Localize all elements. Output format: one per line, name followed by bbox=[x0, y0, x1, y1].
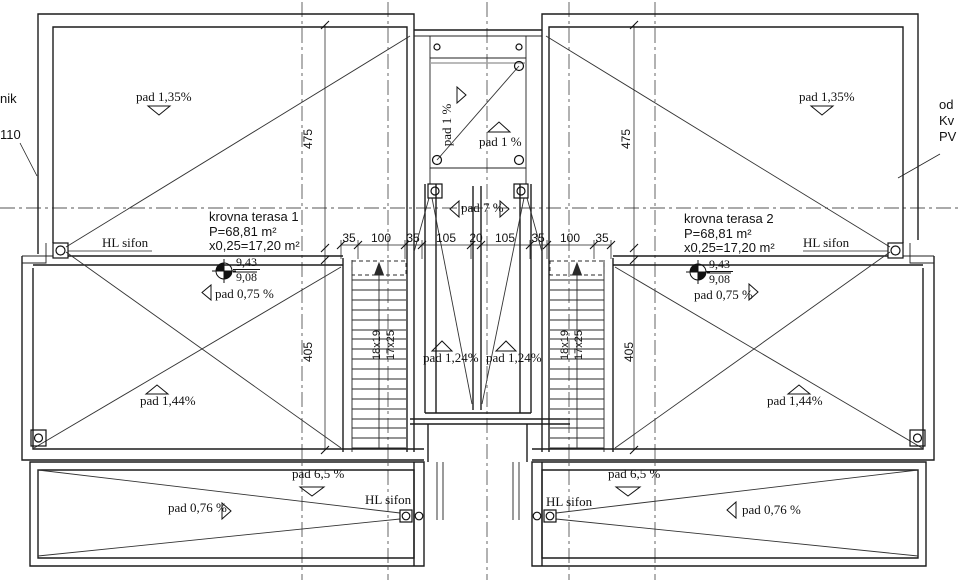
spot-elevation-values-left: 9,43 9,08 bbox=[233, 256, 260, 283]
terrace2-name: krovna terasa 2 bbox=[684, 211, 774, 226]
shaft-post-icon bbox=[427, 183, 443, 199]
spot-elevation-values-right: 9,43 9,08 bbox=[706, 258, 733, 285]
terrace1-area: P=68,81 m² bbox=[209, 223, 277, 239]
slope-down-icon bbox=[298, 486, 326, 497]
elevation-top-value: 9,43 bbox=[233, 256, 260, 270]
leader-lines bbox=[19, 142, 941, 252]
downpipe-icon bbox=[414, 511, 424, 521]
drain-label-lower-left: HL sifon bbox=[365, 492, 412, 507]
stair-risers-left: 18x19 bbox=[371, 330, 383, 360]
edge-note-right: od Kv PV bbox=[939, 97, 956, 145]
slope-label-notch-vertical: pad 1 % bbox=[439, 103, 454, 147]
downpipe-icon bbox=[532, 511, 542, 521]
slope-up-icon bbox=[786, 384, 812, 395]
floor-drain-icon bbox=[52, 242, 69, 259]
slope-up-icon bbox=[144, 384, 170, 395]
stair-treads-right-label: 17x25 bbox=[573, 330, 585, 360]
terrace2-info: krovna terasa 2 P=68,81 m² x0,25=17,20 m… bbox=[684, 211, 775, 256]
dim-lower-right: 405 bbox=[622, 341, 636, 363]
terrace1-info: krovna terasa 1 P=68,81 m² x0,25=17,20 m… bbox=[209, 209, 300, 254]
slope-right-icon bbox=[748, 282, 759, 302]
slope-up-icon bbox=[486, 121, 512, 133]
slope-up-icon bbox=[494, 340, 518, 352]
floor-drain-icon bbox=[399, 509, 413, 523]
slope-diagonals bbox=[33, 35, 923, 557]
dim-100: 100 bbox=[370, 231, 392, 245]
slope-down-icon bbox=[809, 105, 835, 116]
elevation-top-value: 9,43 bbox=[706, 258, 733, 272]
slope-label-shaft-right: pad 1,24% bbox=[486, 350, 542, 365]
slope-label-notch: pad 1 % bbox=[479, 134, 522, 149]
stair-treads-left-label: 17x25 bbox=[385, 330, 397, 360]
elevation-bottom-value: 9,08 bbox=[236, 270, 257, 284]
edge-note-left-dim: 110 bbox=[0, 127, 21, 142]
dim-upper-right: 475 bbox=[619, 128, 633, 150]
dim-35: 35 bbox=[595, 231, 609, 245]
dim-35: 35 bbox=[342, 231, 356, 245]
slope-left-icon bbox=[726, 500, 737, 520]
dimension-ticks bbox=[320, 20, 639, 455]
wall-details bbox=[22, 35, 934, 520]
edge-note-right-line1: od bbox=[939, 97, 954, 112]
corner-post-icon bbox=[30, 429, 47, 447]
drain-label-upper-right: HL sifon bbox=[803, 235, 850, 250]
edge-note-right-line2: Kv bbox=[939, 113, 955, 128]
terrace2-area: P=68,81 m² bbox=[684, 225, 752, 241]
slope-left-icon bbox=[201, 283, 212, 302]
stair-direction-arrows bbox=[373, 261, 583, 448]
downpipe-icon bbox=[513, 60, 525, 72]
walls bbox=[21, 13, 935, 567]
slope-label-ramp: pad 7 % bbox=[461, 200, 504, 215]
drain-label-upper-left: HL sifon bbox=[102, 235, 149, 250]
downpipe-icon bbox=[515, 43, 523, 51]
drains-and-posts bbox=[30, 43, 926, 523]
spot-elevation-markers bbox=[212, 259, 731, 284]
slope-down-icon bbox=[614, 486, 642, 497]
stair-landing-dashed bbox=[351, 260, 605, 276]
dim-upper-left: 475 bbox=[301, 128, 315, 150]
slope-label-terrace2: pad 0,75 % bbox=[694, 287, 753, 302]
corner-post-icon bbox=[909, 429, 926, 447]
slope-right-icon bbox=[456, 85, 467, 105]
downpipe-icon bbox=[513, 154, 525, 166]
floor-drain-icon bbox=[543, 509, 557, 523]
slope-label-strip-left: pad 6,5 % bbox=[292, 466, 345, 481]
slope-left-icon bbox=[449, 199, 460, 219]
slope-down-icon bbox=[146, 105, 172, 116]
floor-drain-icon bbox=[887, 242, 904, 259]
slope-label-strip-left-2: pad 0,76 % bbox=[168, 500, 227, 515]
shaft-post-icon bbox=[513, 183, 529, 199]
dim-35: 35 bbox=[406, 231, 420, 245]
slope-label-shaft-left: pad 1,24% bbox=[423, 350, 479, 365]
elevation-bottom-value: 9,08 bbox=[709, 272, 730, 286]
drain-label-lower-right: HL sifon bbox=[546, 494, 593, 509]
terrace1-coefficient: x0,25=17,20 m² bbox=[209, 238, 300, 253]
slope-label-lower-left: pad 1,44% bbox=[140, 393, 196, 408]
dimension-lines bbox=[324, 25, 635, 450]
terrace2-coefficient: x0,25=17,20 m² bbox=[684, 240, 775, 255]
slope-up-icon bbox=[430, 340, 454, 352]
downpipe-icon bbox=[433, 43, 441, 51]
slope-label-upper-left: pad 1,35% bbox=[136, 89, 192, 104]
dim-105: 105 bbox=[494, 231, 516, 245]
dim-100: 100 bbox=[559, 231, 581, 245]
slope-right-icon bbox=[499, 199, 510, 219]
slope-label-terrace1: pad 0,75 % bbox=[215, 286, 274, 301]
slope-label-strip-right-2: pad 0,76 % bbox=[742, 502, 801, 517]
slope-label-lower-right: pad 1,44% bbox=[767, 393, 823, 408]
terrace1-name: krovna terasa 1 bbox=[209, 209, 299, 224]
stair-risers-right: 18x19 bbox=[559, 330, 571, 360]
slope-label-strip-right: pad 6,5 % bbox=[608, 466, 661, 481]
dim-20: 20 bbox=[469, 231, 483, 245]
downpipe-icon bbox=[431, 154, 443, 166]
slope-arrow-markers bbox=[144, 85, 835, 521]
dim-35: 35 bbox=[531, 231, 545, 245]
edge-note-left-partial: nik bbox=[0, 91, 17, 106]
slope-right-icon bbox=[221, 501, 232, 521]
dim-lower-left: 405 bbox=[301, 341, 315, 363]
dim-105: 105 bbox=[435, 231, 457, 245]
slope-label-upper-right: pad 1,35% bbox=[799, 89, 855, 104]
edge-note-right-line3: PV bbox=[939, 129, 957, 144]
